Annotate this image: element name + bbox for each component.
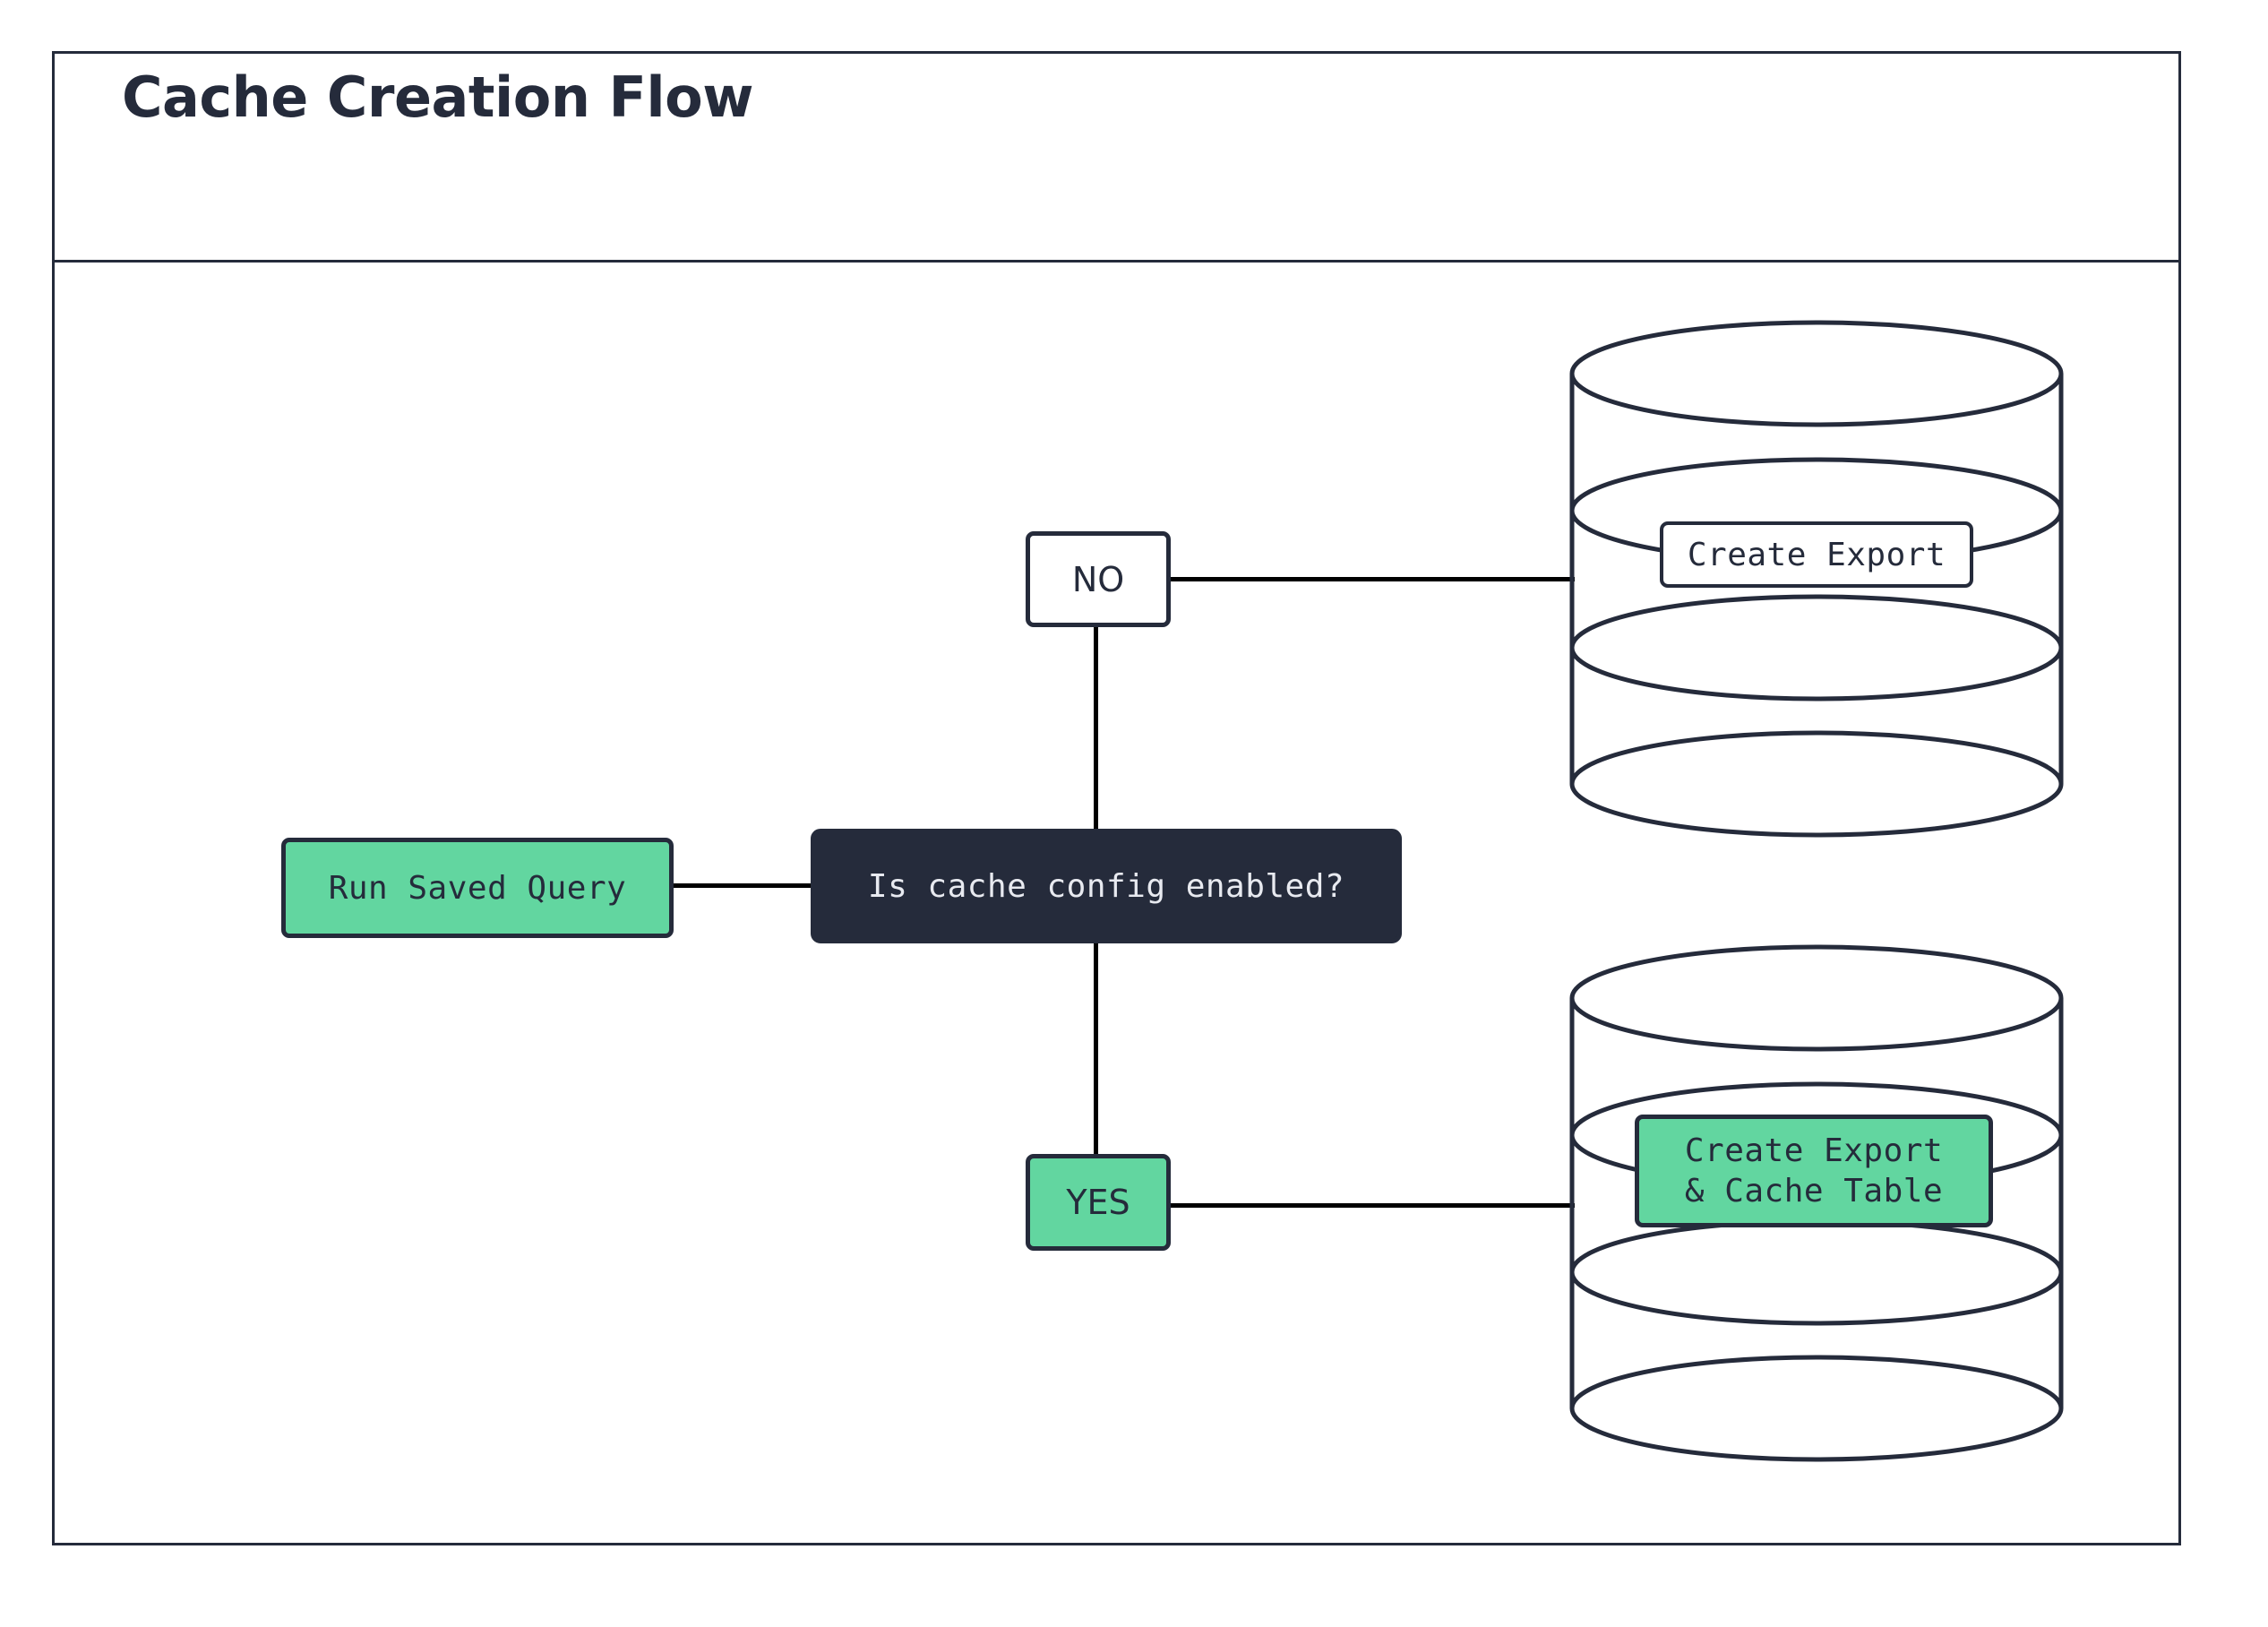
diagram-header xyxy=(55,54,2178,263)
database-cylinder-icon xyxy=(1569,944,2064,1462)
node-is-cache-config-enabled[interactable]: Is cache config enabled? xyxy=(811,829,1402,943)
node-db-create-export-label: Create Export xyxy=(1687,536,1946,573)
node-branch-yes[interactable]: YES xyxy=(1026,1154,1171,1251)
edge-no-to-db-export xyxy=(1167,577,1575,581)
node-branch-no[interactable]: NO xyxy=(1026,531,1171,627)
page-title: Cache Creation Flow xyxy=(122,65,754,130)
node-branch-no-label: NO xyxy=(1071,559,1125,599)
node-db-create-export-cache-table[interactable]: Create Export & Cache Table xyxy=(1568,943,2066,1464)
node-db-create-export-cache-table-label-line-1: Create Export xyxy=(1684,1132,1944,1169)
node-run-saved-query[interactable]: Run Saved Query xyxy=(281,838,674,938)
node-db-create-export-cache-table-label-line-2: & Cache Table xyxy=(1684,1173,1944,1209)
node-is-cache-config-enabled-label: Is cache config enabled? xyxy=(867,867,1345,905)
node-run-saved-query-label: Run Saved Query xyxy=(328,869,627,907)
edge-start-to-decision xyxy=(670,883,815,888)
edge-decision-to-no xyxy=(1094,624,1098,832)
node-db-create-export-tag: Create Export xyxy=(1660,521,1973,588)
edge-decision-to-yes xyxy=(1094,941,1098,1160)
diagram-frame xyxy=(52,51,2181,1545)
node-branch-yes-label: YES xyxy=(1066,1183,1130,1222)
node-db-create-export[interactable]: Create Export xyxy=(1568,318,2066,839)
node-db-create-export-cache-table-tag: Create Export & Cache Table xyxy=(1635,1115,1993,1227)
edge-yes-to-db-export-cache xyxy=(1167,1203,1575,1208)
